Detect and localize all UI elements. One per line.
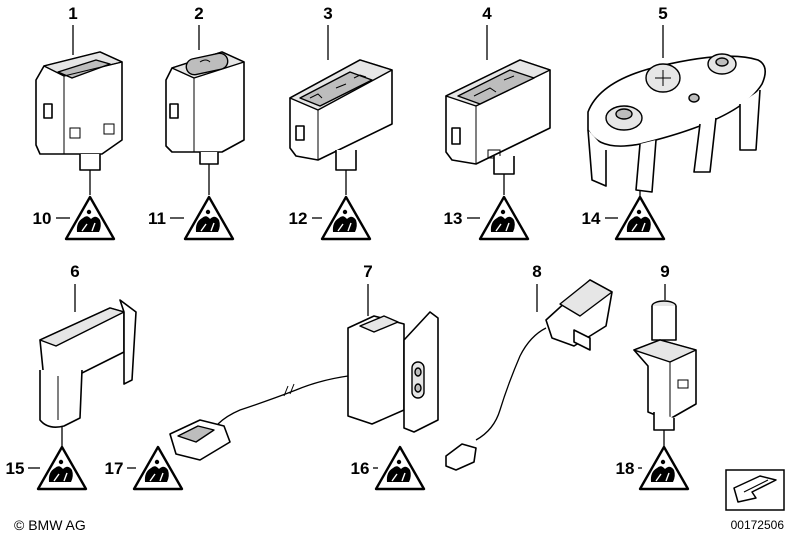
ref-label-13: 13 — [444, 209, 463, 228]
electrostatic-warning-icon — [64, 195, 116, 241]
part-9-switch[interactable]: 9 18 — [616, 262, 697, 491]
part-label-1: 1 — [68, 4, 77, 23]
part-label-3: 3 — [323, 4, 332, 23]
part-4-switch[interactable]: 4 13 — [444, 4, 551, 241]
part-label-7: 7 — [363, 262, 372, 281]
part-label-8: 8 — [532, 262, 541, 281]
part-label-4: 4 — [482, 4, 492, 23]
part-label-9: 9 — [660, 262, 669, 281]
sensor-body-7 — [347, 315, 405, 425]
part-2-switch[interactable]: 2 11 — [148, 4, 245, 241]
electrostatic-warning-icon — [638, 445, 690, 491]
part-8-sensor-with-cable[interactable]: 8 16 — [351, 262, 613, 491]
ref-label-18: 18 — [616, 459, 635, 478]
arrow-icon — [725, 469, 785, 511]
part-label-2: 2 — [194, 4, 203, 23]
copyright-text: © BMW AG — [14, 517, 86, 533]
ref-label-10: 10 — [33, 209, 52, 228]
part-3-switch[interactable]: 3 12 — [289, 4, 393, 241]
part-7-sensor-with-cable[interactable]: 7 17 — [105, 262, 439, 491]
ref-label-15: 15 — [6, 459, 25, 478]
rocker-1 — [57, 59, 111, 79]
electrostatic-warning-icon — [183, 195, 235, 241]
ref-label-16: 17 — [105, 459, 124, 478]
ref-label-17: 16 — [351, 459, 370, 478]
electrostatic-warning-icon — [36, 445, 88, 491]
part-6-connector[interactable]: 6 15 — [6, 262, 137, 491]
part-1-switch[interactable]: 1 10 — [33, 4, 123, 241]
electrostatic-warning-icon — [478, 195, 530, 241]
ref-label-14: 14 — [582, 209, 601, 228]
part-5-switch-panel[interactable]: 5 14 — [582, 4, 766, 241]
document-number: 00172506 — [731, 518, 785, 532]
electrostatic-warning-icon — [132, 445, 184, 491]
ref-label-12: 12 — [289, 209, 308, 228]
part-label-6: 6 — [70, 262, 79, 281]
electrostatic-warning-icon — [614, 195, 666, 241]
part-label-5: 5 — [658, 4, 667, 23]
electrostatic-warning-icon — [320, 195, 372, 241]
electrostatic-warning-icon — [374, 445, 426, 491]
ref-label-11: 11 — [148, 209, 166, 228]
